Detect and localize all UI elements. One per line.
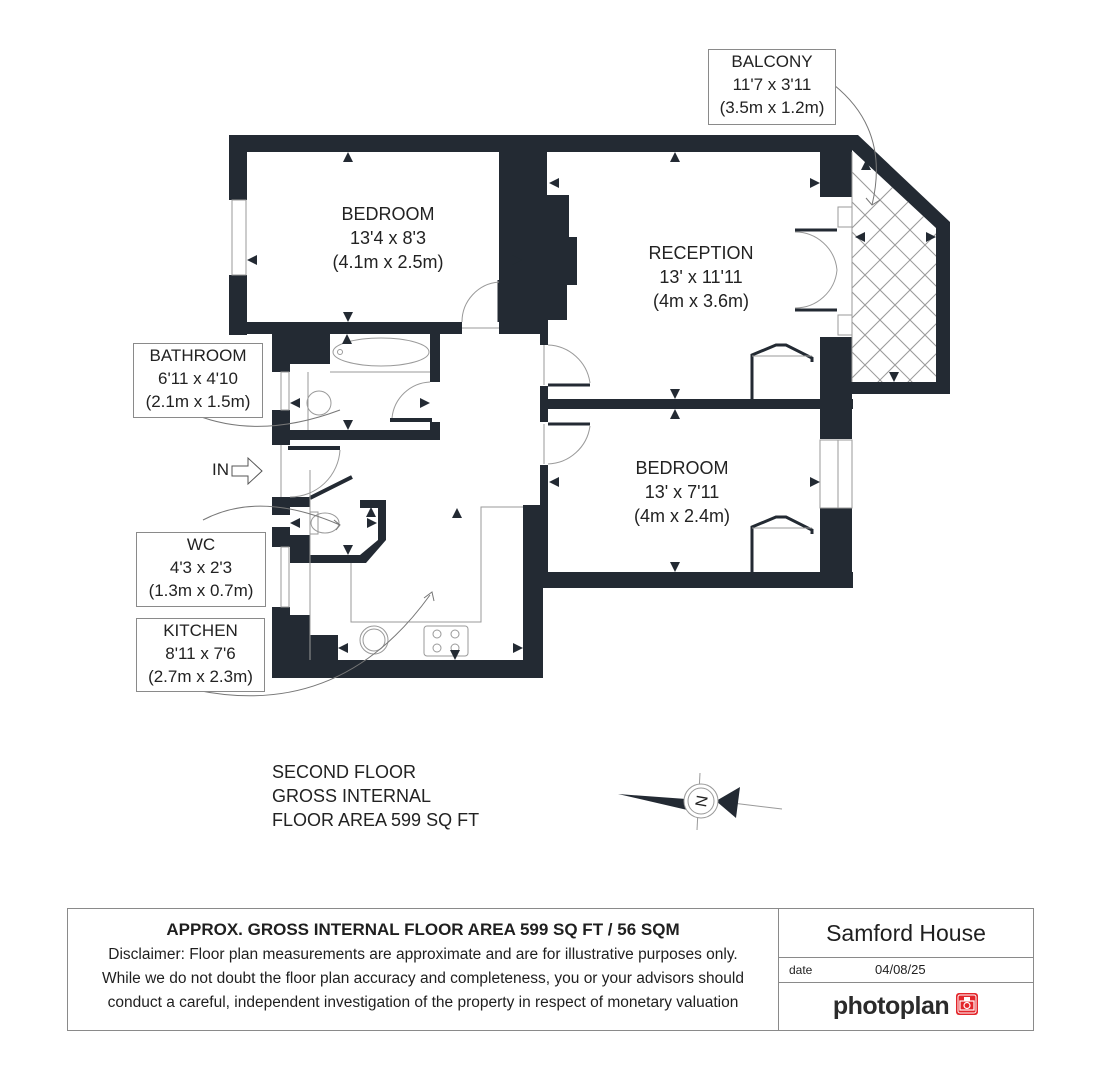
- floor-level: SECOND FLOOR: [272, 762, 417, 782]
- room-label-reception: RECEPTION 13' x 11'11 (4m x 3.6m): [626, 241, 776, 313]
- kitchen-sink-icon: [359, 625, 389, 655]
- room-name: BEDROOM: [341, 204, 435, 224]
- room-dims-imperial: 11'7 x 3'11: [732, 75, 812, 94]
- fixtures: [306, 337, 469, 657]
- date-label: date: [789, 963, 813, 977]
- date-value: 04/08/25: [875, 962, 926, 977]
- bathtub-icon: [332, 337, 430, 367]
- hob-icon: [423, 625, 469, 657]
- disclaimer-line: While we do not doubt the floor plan acc…: [102, 970, 744, 987]
- entrance-arrow-icon: [231, 456, 263, 486]
- room-dims-metric: (3.5m x 1.2m): [719, 98, 825, 117]
- floor-info: SECOND FLOOR GROSS INTERNAL FLOOR AREA 5…: [272, 760, 479, 832]
- disclaimer-line: conduct a careful, independent investiga…: [107, 994, 739, 1011]
- room-dims-imperial: 13' x 11'11: [659, 267, 743, 287]
- floor-area-line-2: GROSS INTERNAL: [272, 786, 432, 806]
- room-dims-metric: (4m x 2.4m): [633, 506, 730, 526]
- room-name: WC: [186, 535, 216, 554]
- room-name: BEDROOM: [635, 458, 729, 478]
- footer-property-panel: Samford House date 04/08/25 photoplan: [779, 909, 1033, 1030]
- room-dims-metric: (2.7m x 2.3m): [148, 667, 253, 686]
- property-name: Samford House: [779, 909, 1033, 958]
- toilet-icon: [310, 512, 340, 534]
- room-name: RECEPTION: [648, 243, 754, 263]
- disclaimer-line: Disclaimer: Floor plan measurements are …: [108, 946, 738, 963]
- room-label-wc: WC 4'3 x 2'3 (1.3m x 0.7m): [136, 532, 266, 607]
- balcony-tiles: [852, 150, 936, 382]
- room-dims-imperial: 4'3 x 2'3: [169, 558, 233, 577]
- room-dims-imperial: 13'4 x 8'3: [350, 228, 426, 248]
- room-label-kitchen: KITCHEN 8'11 x 7'6 (2.7m x 2.3m): [136, 618, 265, 692]
- room-label-bathroom: BATHROOM 6'11 x 4'10 (2.1m x 1.5m): [133, 343, 263, 418]
- room-label-bedroom-2: BEDROOM 13' x 7'11 (4m x 2.4m): [612, 456, 752, 528]
- date-row: date 04/08/25: [779, 958, 1033, 983]
- room-label-balcony: BALCONY 11'7 x 3'11 (3.5m x 1.2m): [708, 49, 836, 125]
- room-dims-metric: (1.3m x 0.7m): [148, 581, 254, 600]
- walls: [229, 135, 950, 678]
- brand-logo: photoplan: [779, 983, 1033, 1030]
- room-dims-metric: (4.1m x 2.5m): [332, 252, 444, 272]
- footer-info-box: APPROX. GROSS INTERNAL FLOOR AREA 599 SQ…: [67, 908, 1034, 1031]
- gross-area-title: APPROX. GROSS INTERNAL FLOOR AREA 599 SQ…: [166, 920, 680, 939]
- label-leaders: [195, 84, 881, 697]
- room-dims-imperial: 8'11 x 7'6: [165, 644, 236, 663]
- room-name: BATHROOM: [149, 346, 247, 365]
- windows-doors: [231, 152, 853, 660]
- room-dims-imperial: 13' x 7'11: [644, 482, 720, 502]
- floor-area-line-3: FLOOR AREA 599 SQ FT: [272, 810, 480, 830]
- svg-text:N: N: [693, 794, 712, 808]
- room-name: KITCHEN: [163, 621, 238, 640]
- dimension-markers: [247, 152, 936, 660]
- disclaimer-text: Disclaimer: Floor plan measurements are …: [68, 943, 778, 1015]
- room-name: BALCONY: [731, 52, 813, 71]
- camera-icon: [955, 992, 979, 1021]
- sink-icon: [306, 390, 332, 416]
- room-dims-imperial: 6'11 x 4'10: [158, 369, 238, 388]
- room-dims-metric: (4m x 3.6m): [652, 291, 749, 311]
- room-dims-metric: (2.1m x 1.5m): [145, 392, 251, 411]
- north-compass-icon: N: [618, 772, 783, 831]
- brand-name: photoplan: [832, 992, 950, 1020]
- footer-disclaimer-panel: APPROX. GROSS INTERNAL FLOOR AREA 599 SQ…: [68, 909, 779, 1030]
- entrance-label: IN: [212, 460, 229, 479]
- room-label-bedroom-1: BEDROOM 13'4 x 8'3 (4.1m x 2.5m): [318, 202, 458, 274]
